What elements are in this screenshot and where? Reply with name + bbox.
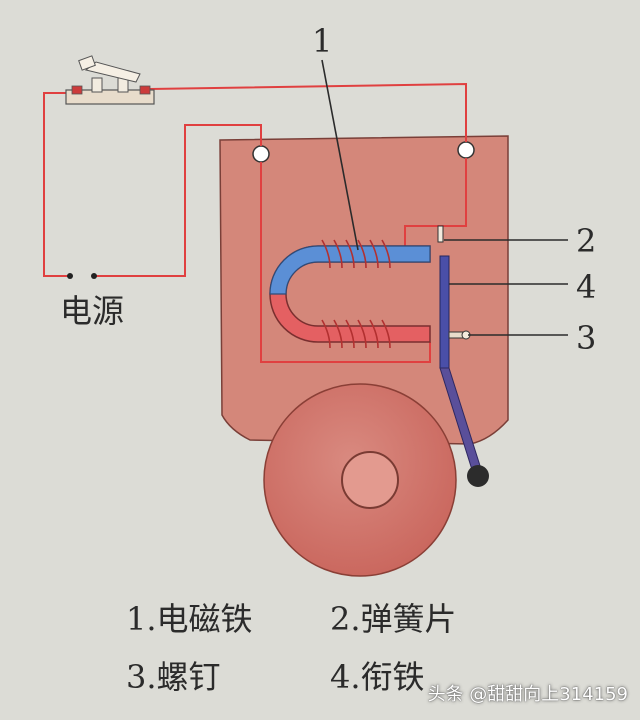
circuit-wires — [43, 82, 467, 363]
mount-hole-right — [457, 141, 475, 159]
power-terminal-right — [91, 273, 97, 279]
knife-switch — [65, 55, 155, 105]
watermark: 头条 @甜甜向上314159 — [427, 684, 628, 705]
power-source-label: 电源 — [60, 292, 124, 330]
callout-lines — [321, 59, 568, 336]
spring-contact — [437, 225, 444, 243]
electromagnet — [269, 239, 431, 349]
hammer-head — [467, 465, 489, 487]
callout-2-label: 2 — [576, 222, 596, 260]
callout-1-label: 1 — [312, 22, 332, 60]
armature — [439, 255, 450, 369]
legend-item-1: 1.电磁铁 — [126, 600, 253, 638]
mount-hole-left — [252, 145, 270, 163]
legend-item-2: 2.弹簧片 — [330, 600, 457, 638]
power-terminal-left — [67, 273, 73, 279]
callout-3-label: 3 — [576, 319, 596, 357]
legend-item-4: 4.衔铁 — [330, 658, 425, 696]
bell-center — [341, 451, 399, 509]
adjust-screw — [448, 330, 471, 340]
callout-4-label: 4 — [576, 268, 596, 306]
legend-item-3: 3.螺钉 — [126, 658, 221, 696]
